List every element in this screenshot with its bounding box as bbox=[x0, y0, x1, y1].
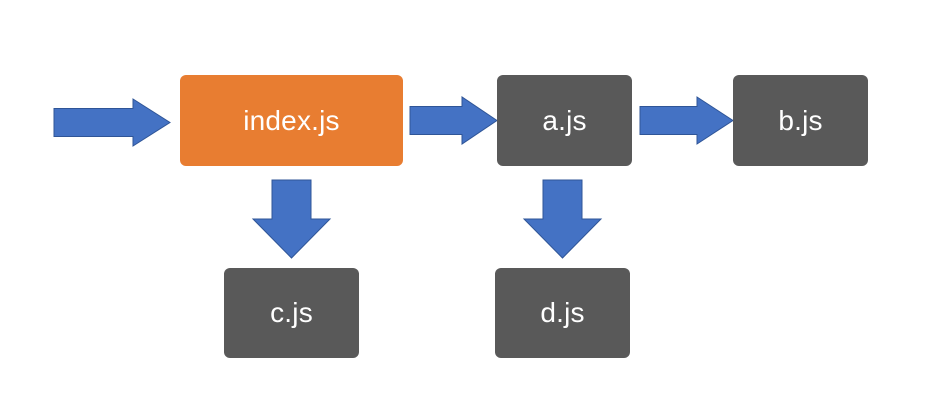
arrow-index-to-c bbox=[251, 179, 332, 259]
node-a[interactable]: a.js bbox=[497, 75, 632, 166]
arrow-shape bbox=[639, 96, 734, 145]
arrow-shape bbox=[522, 179, 603, 259]
arrow-a-to-d bbox=[522, 179, 603, 259]
arrow-index-to-a bbox=[409, 96, 498, 145]
arrow-entry-to-index bbox=[53, 98, 171, 147]
node-c[interactable]: c.js bbox=[224, 268, 359, 358]
arrow-shape bbox=[53, 98, 171, 147]
node-d[interactable]: d.js bbox=[495, 268, 630, 358]
node-label-d: d.js bbox=[540, 297, 585, 328]
node-index[interactable]: index.js bbox=[180, 75, 403, 166]
arrow-shape bbox=[409, 96, 498, 145]
node-label-a: a.js bbox=[542, 104, 587, 136]
node-label-index: index.js bbox=[243, 104, 340, 136]
node-b[interactable]: b.js bbox=[733, 75, 868, 166]
node-label-c: c.js bbox=[270, 297, 313, 328]
arrow-shape bbox=[251, 179, 332, 259]
node-label-b: b.js bbox=[778, 104, 823, 136]
arrow-a-to-b bbox=[639, 96, 734, 145]
